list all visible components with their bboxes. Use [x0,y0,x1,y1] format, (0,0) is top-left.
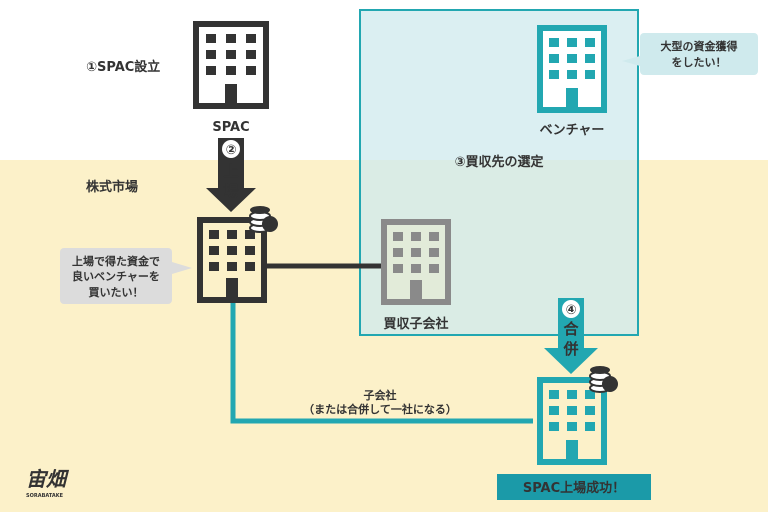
coins-icon: $ [589,366,618,393]
step2-char-2: 場 [223,182,238,200]
success-label: SPAC上場成功！ [523,480,625,496]
sorabatake-logo: 宙畑 SORABATAKE [26,467,70,499]
acquired-subsidiary-building-icon [381,219,451,305]
spac-speech-bubble: 上場で得た資金で 良いベンチャーを 買いたい！ [60,248,192,304]
venture-bubble-line-1: 大型の資金獲得 [661,39,738,53]
venture-label: ベンチャー [540,123,605,138]
currency-symbol: $ [266,218,274,231]
step2-number: ② [225,143,236,158]
logo-mark: 宙畑 [26,467,70,491]
spac-building-icon [193,21,269,109]
spac-bubble-line-2: 良いベンチャーを [72,269,160,283]
logo-subtext: SORABATAKE [26,493,64,499]
currency-symbol: $ [606,378,614,391]
step2-number-badge [222,140,240,158]
merger-path-line [230,302,533,424]
step3-label: ③買収先の選定 [454,154,543,170]
acquired-subsidiary-label: 買収子会社 [383,316,448,332]
stock-market-label: 株式市場 [86,179,138,195]
step4-char-1: 合 [562,320,579,338]
step2-char-1: 上 [223,162,238,180]
subsidiary-label-line-1: 子会社 [364,388,397,402]
step1-label: ①SPAC設立 [86,59,160,75]
venture-speech-bubble: 大型の資金獲得 をしたい！ [622,33,758,75]
venture-building-icon [537,25,607,113]
coins-icon: $ [249,206,278,233]
spac-bubble-line-3: 買いたい！ [89,286,144,299]
listed-spac-building-icon [197,217,267,303]
step4-char-2: 併 [562,340,578,358]
venture-bubble-line-2: をしたい！ [672,56,727,69]
spac-label: SPAC [212,120,249,135]
merged-company-building-icon [537,377,607,465]
merger-arrow: ④ 合 併 [544,298,598,374]
success-banner [497,474,651,500]
step4-number-badge [562,300,580,318]
step4-number: ④ [565,303,576,318]
spac-bubble-line-1: 上場で得た資金で [72,254,160,268]
subsidiary-label-line-2: （または合併して一社になる） [303,402,457,416]
listing-arrow: ② 上 場 [206,138,256,212]
